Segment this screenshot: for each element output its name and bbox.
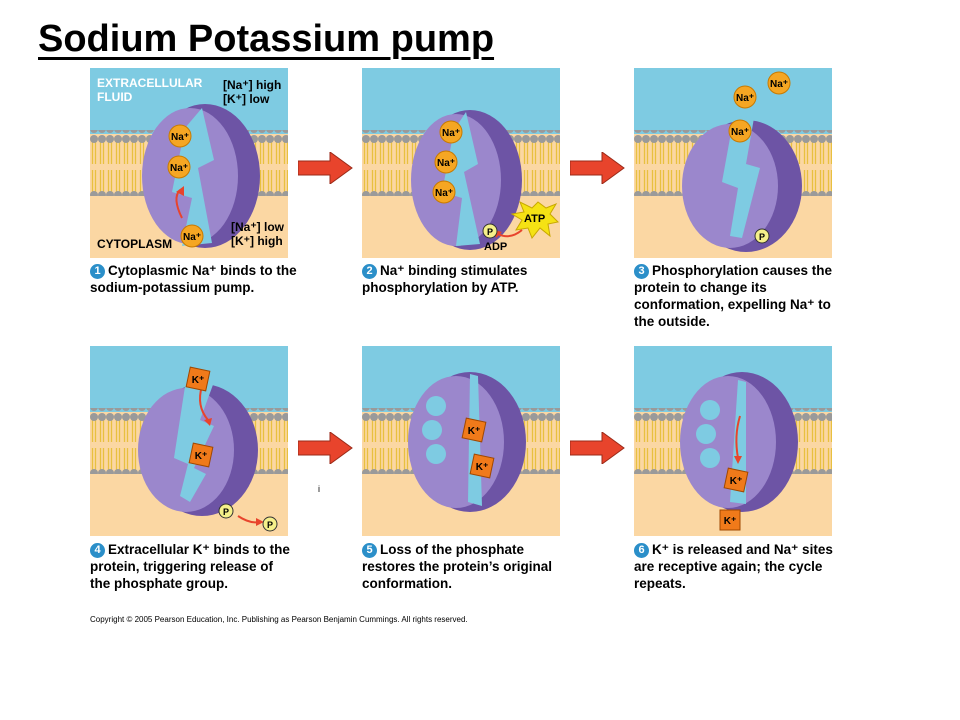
step-arrow-4-to-5 bbox=[298, 432, 353, 464]
na-low-label: [Na⁺] low [K⁺] high bbox=[231, 220, 284, 248]
step-arrow-2-to-3 bbox=[570, 152, 625, 184]
panel-step-3 bbox=[634, 68, 832, 258]
na-low-text: [Na⁺] low bbox=[231, 220, 284, 234]
step-number-badge: 6 bbox=[634, 543, 649, 558]
panel-4-illustration bbox=[90, 346, 288, 536]
panel-step-5 bbox=[362, 346, 560, 536]
k-high-text: [K⁺] high bbox=[231, 234, 283, 248]
step-number-badge: 4 bbox=[90, 543, 105, 558]
step-number-badge: 2 bbox=[362, 264, 377, 279]
panel-6-illustration bbox=[634, 346, 832, 536]
panel-5-illustration bbox=[362, 346, 560, 536]
k-low-text: [K⁺] low bbox=[223, 92, 270, 106]
atp-burst bbox=[510, 200, 560, 239]
page-title: Sodium Potassium pump bbox=[38, 18, 495, 60]
extracellular-line-2: FLUID bbox=[97, 90, 133, 104]
step-5-text: Loss of the phosphate restores the prote… bbox=[362, 542, 553, 591]
na-high-text: [Na⁺] high bbox=[223, 78, 282, 92]
step-3-text: Phosphorylation causes the protein to ch… bbox=[634, 263, 833, 329]
panel-step-6 bbox=[634, 346, 832, 536]
step-2-text: Na⁺ binding stimulates phosphorylation b… bbox=[362, 263, 528, 295]
panel-3-illustration bbox=[634, 68, 832, 258]
step-arrow-5-to-6 bbox=[570, 432, 625, 464]
step-4-text: Extracellular K⁺ binds to the protein, t… bbox=[90, 542, 290, 591]
step-number-badge: 1 bbox=[90, 264, 105, 279]
extracellular-fluid-label: EXTRACELLULAR FLUID bbox=[97, 76, 202, 104]
panel-step-4 bbox=[90, 346, 288, 536]
na-high-label: [Na⁺] high [K⁺] low bbox=[223, 78, 281, 106]
panel-step-1: EXTRACELLULAR FLUID [Na⁺] high [K⁺] low … bbox=[90, 68, 288, 258]
atp-label: ATP bbox=[524, 213, 546, 225]
extracellular-line-1: EXTRACELLULAR bbox=[97, 76, 203, 90]
pump-protein bbox=[680, 372, 798, 512]
step-number-badge: 5 bbox=[362, 543, 377, 558]
panel-step-2: ATP ADP bbox=[362, 68, 560, 258]
cytoplasm-label: CYTOPLASM bbox=[97, 237, 173, 251]
adp-label: ADP bbox=[484, 241, 508, 253]
pump-protein bbox=[682, 116, 802, 252]
copyright-notice: Copyright © 2005 Pearson Education, Inc.… bbox=[90, 615, 468, 624]
step-arrow-1-to-2 bbox=[298, 152, 353, 184]
step-number-badge: 3 bbox=[634, 264, 649, 279]
panel-2-illustration bbox=[362, 68, 560, 258]
pump-protein bbox=[408, 372, 526, 512]
stray-mark: i bbox=[318, 484, 320, 494]
step-1-text: Cytoplasmic Na⁺ binds to the sodium-pota… bbox=[90, 263, 297, 295]
pump-protein bbox=[411, 110, 522, 250]
step-6-text: K⁺ is released and Na⁺ sites are recepti… bbox=[634, 542, 833, 591]
